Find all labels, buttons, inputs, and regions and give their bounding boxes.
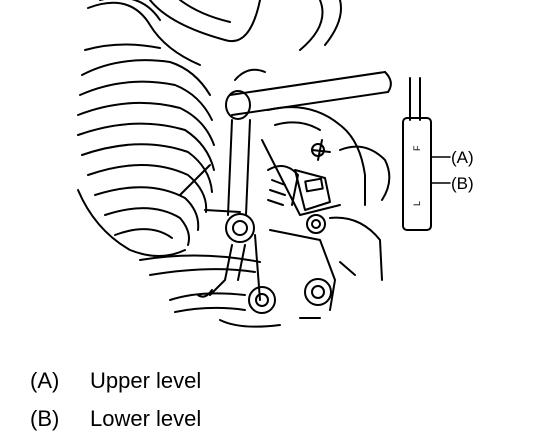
legend-item-lower: (B) Lower level [30,406,201,444]
lower-hoses [139,244,356,328]
air-intake-hose [77,59,215,257]
dipstick: F L [402,77,451,231]
legend-text: Upper level [90,368,202,393]
engine-components [254,106,391,311]
support-bracket [179,119,251,216]
bolts [225,213,332,314]
dipstick-lower-mark: L [412,201,422,206]
horizontal-pipe [225,68,392,120]
legend-item-upper: (A) Upper level [30,368,201,406]
legend-key: (B) [30,406,60,431]
upper-housing-lines [84,0,342,66]
legend: (A) Upper level (B) Lower level [30,368,201,444]
callout-a: (A) [451,148,474,167]
dipstick-upper-mark: F [412,145,422,151]
callout-b: (B) [451,174,474,193]
legend-key: (A) [30,368,60,393]
legend-text: Lower level [90,406,202,431]
